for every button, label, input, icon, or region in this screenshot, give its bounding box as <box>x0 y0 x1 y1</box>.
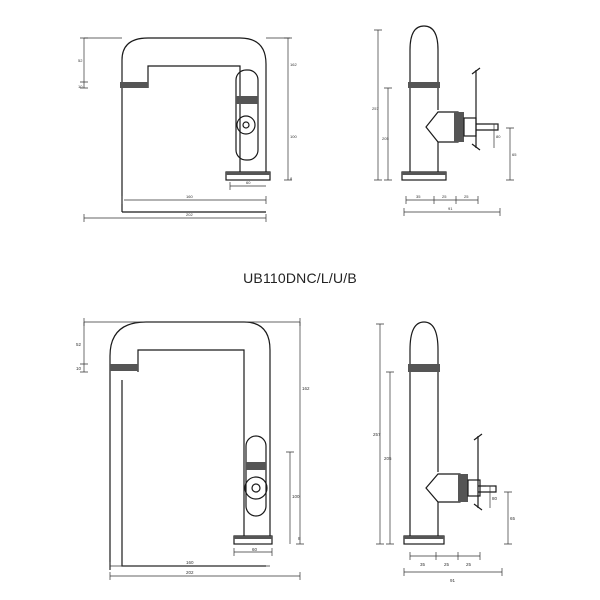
dim-160-large: 160 <box>186 560 194 565</box>
dim-60: 60 <box>246 180 251 185</box>
dim-202: 202 <box>186 212 193 217</box>
dim-10: 10 <box>78 84 83 89</box>
dim-80-large: 80 <box>492 496 498 501</box>
dim-65: 65 <box>512 152 517 157</box>
dim-8-large: 8 <box>298 536 301 541</box>
dim-162-large: 162 <box>302 386 310 391</box>
side-view-small: 257 205 35 25 25 80 65 91 <box>372 25 517 216</box>
dim-80: 80 <box>496 134 501 139</box>
dim-65-large: 65 <box>510 516 516 521</box>
dim-35: 35 <box>416 194 421 199</box>
dim-257-large: 257 <box>373 432 381 437</box>
dim-91-large: 91 <box>450 578 456 583</box>
dim-91: 91 <box>448 206 453 211</box>
dim-25a-large: 25 <box>444 562 450 567</box>
dim-257: 257 <box>372 106 379 111</box>
dim-205-large: 205 <box>384 456 392 461</box>
dim-25b: 25 <box>464 194 469 199</box>
dim-100-large: 100 <box>292 494 300 499</box>
dim-202-large: 202 <box>186 570 194 575</box>
side-view-large: 257 205 35 25 25 80 65 91 <box>373 321 516 583</box>
dim-10-large: 10 <box>76 366 82 371</box>
dim-35-large: 35 <box>420 562 426 567</box>
dim-205: 205 <box>382 136 389 141</box>
dim-25a: 25 <box>442 194 447 199</box>
dim-60-large: 60 <box>252 547 258 552</box>
dim-52: 52 <box>78 58 83 63</box>
dim-52-large: 52 <box>76 342 82 347</box>
front-view-small: 52 10 162 100 160 202 8 60 <box>78 37 297 222</box>
dim-8: 8 <box>290 176 293 181</box>
dim-25b-large: 25 <box>466 562 472 567</box>
model-title: UB110DNC/L/U/B <box>243 270 357 286</box>
dim-162: 162 <box>290 62 297 67</box>
front-view-large: 52 10 162 100 8 60 160 202 <box>76 318 310 580</box>
dim-100: 100 <box>290 134 297 139</box>
dim-160: 160 <box>186 194 193 199</box>
